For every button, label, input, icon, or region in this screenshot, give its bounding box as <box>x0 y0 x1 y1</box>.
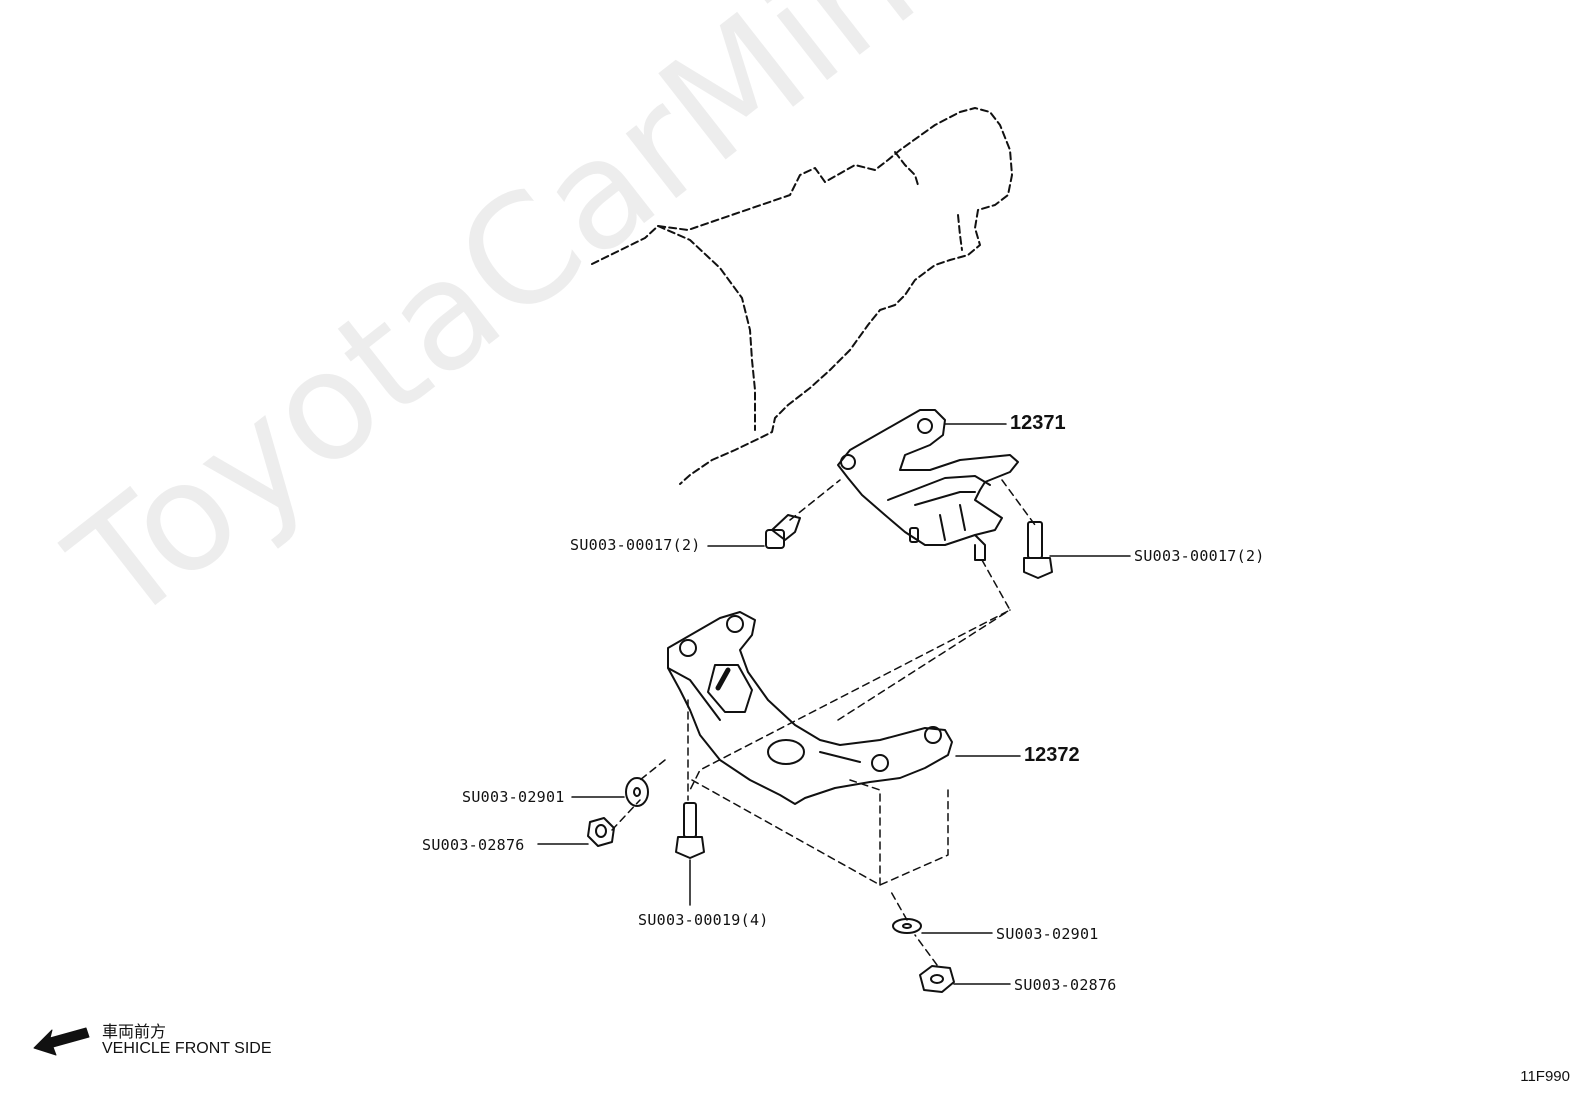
part-number-12372[interactable]: 12372 <box>1024 744 1080 766</box>
support-member-12372 <box>667 611 953 805</box>
callout-nut-left[interactable]: SU003-02876 <box>422 836 525 854</box>
bolt-lower <box>675 802 705 859</box>
bolt-upper-left <box>765 514 801 549</box>
insulator-12371 <box>837 409 1019 561</box>
assembly-lines <box>611 479 1036 966</box>
nut-left <box>587 817 615 847</box>
callout-bolt-upper-left[interactable]: SU003-00017(2) <box>570 536 701 554</box>
washer-right <box>892 918 922 934</box>
callout-nut-right[interactable]: SU003-02876 <box>1014 976 1117 994</box>
part-number-12371[interactable]: 12371 <box>1010 412 1066 434</box>
callout-washer-right[interactable]: SU003-02901 <box>996 925 1099 943</box>
washer-left <box>625 777 649 807</box>
callout-washer-left[interactable]: SU003-02901 <box>462 788 565 806</box>
direction-label-jp: 車両前方 <box>102 1024 167 1041</box>
front-direction-arrow <box>33 1027 90 1056</box>
bolt-upper-right <box>1023 521 1053 579</box>
callout-bolt-lower[interactable]: SU003-00019(4) <box>638 911 769 929</box>
leader-lines <box>537 423 1131 985</box>
figure-code: 11F990 <box>1520 1068 1570 1085</box>
transmission-outline <box>591 107 1013 485</box>
callout-bolt-upper-right[interactable]: SU003-00017(2) <box>1134 547 1265 565</box>
direction-label-en: VEHICLE FRONT SIDE <box>102 1040 272 1057</box>
nut-right <box>919 965 955 993</box>
